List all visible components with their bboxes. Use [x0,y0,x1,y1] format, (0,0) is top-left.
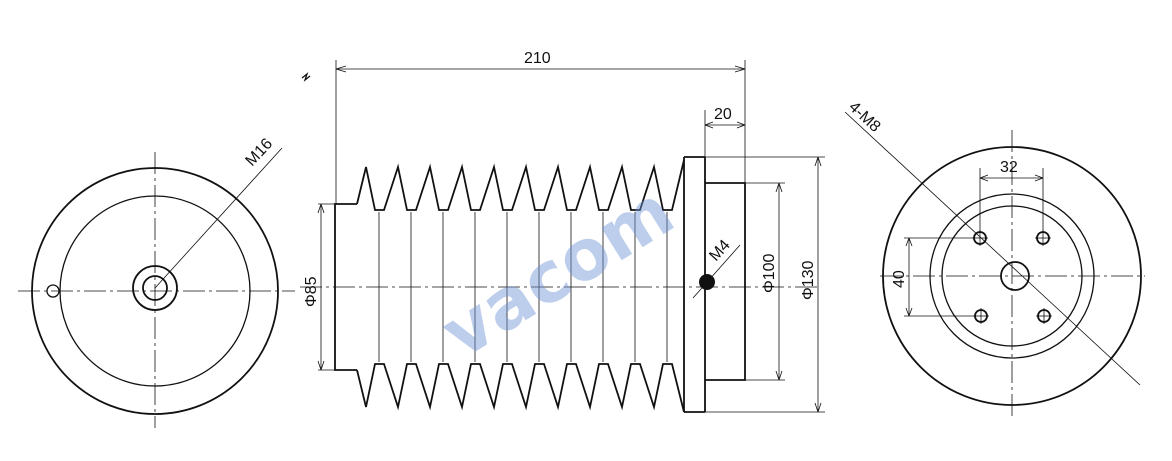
left-notch-mark [46,284,60,298]
side-m4-label: M4 [706,237,734,265]
dim-85-label: Φ85 [303,276,320,307]
side-body-step [705,182,746,381]
left-thread-leader [154,147,283,289]
side-big-end [683,156,706,413]
side-body-bottom-ridges [356,363,685,413]
left-end-view: M16 [18,135,295,428]
dim-20-label: 20 [714,106,732,123]
right-bolt-leader [844,111,1141,386]
left-thread-label: M16 [242,135,276,169]
watermark-logo: vacom [428,170,688,375]
side-body-top-ridges [356,159,685,211]
dim-100-label: Φ100 [761,253,778,293]
side-stray-mark [301,72,311,82]
right-end-view: 4-M8 32 40 [844,98,1145,420]
side-m4-leader [692,244,741,299]
dim-130-label: Φ130 [800,260,817,300]
dim-40-label: 40 [891,270,908,288]
dim-32-label: 32 [1000,159,1018,176]
dim-210-label: 210 [524,50,551,67]
